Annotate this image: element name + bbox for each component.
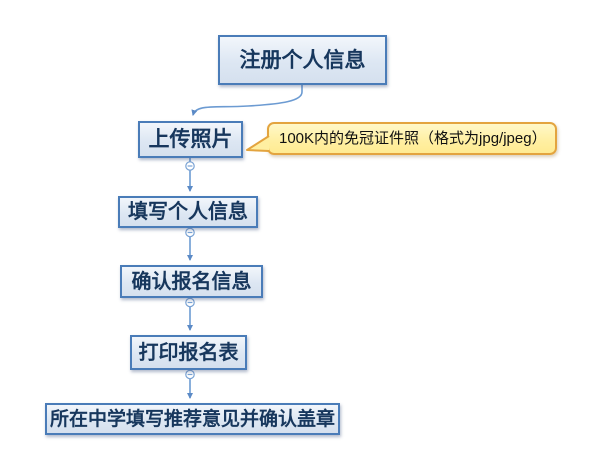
callout-pointer <box>246 135 270 152</box>
photo-requirement-callout: 100K内的免冠证件照（格式为jpg/jpeg） <box>267 122 557 155</box>
collapse-toggle-fill[interactable] <box>185 227 195 238</box>
collapse-toggle-upload[interactable] <box>185 161 195 171</box>
collapse-toggle-confirm[interactable] <box>185 297 195 308</box>
connector-register-to-upload <box>191 85 303 116</box>
flow-node-register: 注册个人信息 <box>218 35 387 85</box>
flow-node-confirm-info: 确认报名信息 <box>120 265 263 298</box>
flow-node-fill-info: 填写个人信息 <box>118 196 258 228</box>
flow-node-upload-photo: 上传照片 <box>138 121 243 158</box>
flow-node-print-form: 打印报名表 <box>130 335 247 370</box>
collapse-toggle-print[interactable] <box>185 369 195 380</box>
flow-node-school-seal: 所在中学填写推荐意见并确认盖章 <box>45 403 340 435</box>
